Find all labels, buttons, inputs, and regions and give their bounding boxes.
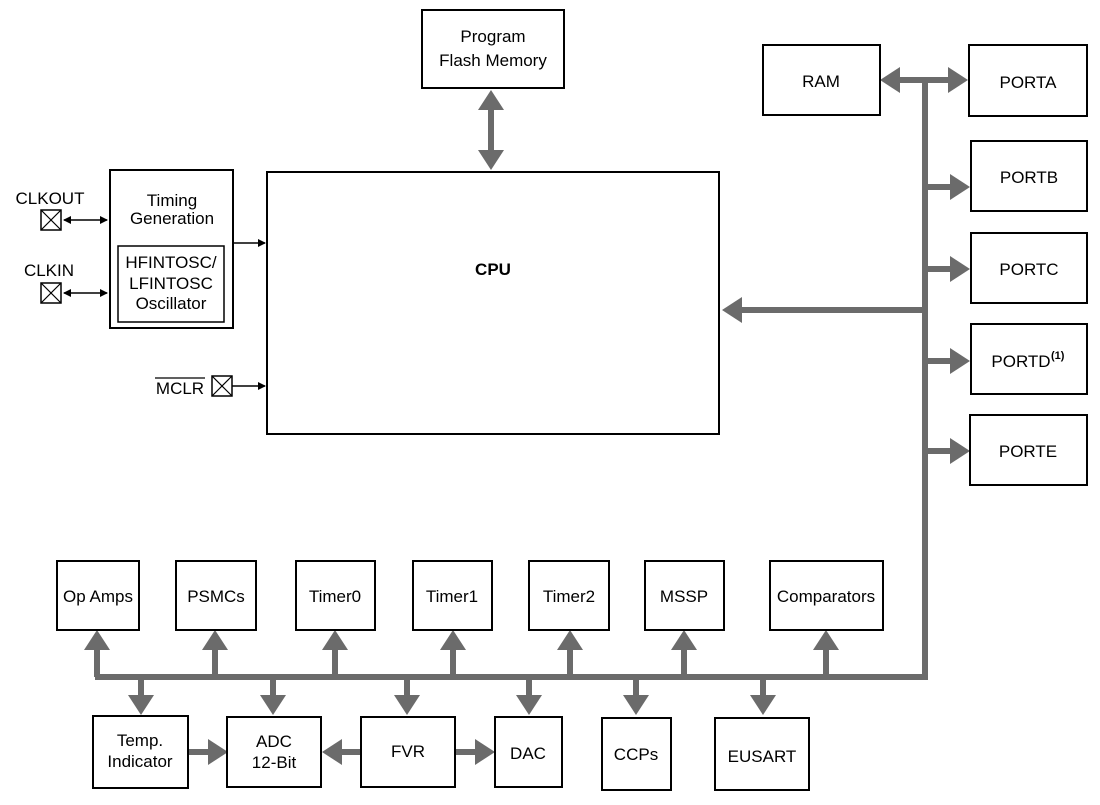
portb-block: PORTB (970, 140, 1088, 212)
ram-label: RAM (802, 72, 840, 91)
porta-block: PORTA (968, 44, 1088, 117)
clkin-label: CLKIN (24, 261, 74, 280)
portd-label: PORTD (991, 352, 1050, 371)
opamps-label: Op Amps (63, 587, 133, 606)
timer2-block: Timer2 (528, 560, 610, 631)
timing-label-1: Timing (147, 191, 197, 210)
timing-generation-block: Timing Generation HFINTOSC/ LFINTOSC Osc… (109, 169, 234, 329)
temp-label-2: Indicator (107, 752, 173, 771)
timer1-label: Timer1 (426, 587, 478, 606)
temp-label-1: Temp. (117, 731, 163, 750)
ram-block: RAM (762, 44, 881, 116)
clkout-label: CLKOUT (16, 189, 85, 208)
clkin-pin: CLKIN (24, 261, 108, 304)
adc-block: ADC 12-Bit (226, 716, 322, 788)
mclr-pin: MCLR (155, 375, 266, 398)
portd-block: PORTD (1) (970, 323, 1088, 395)
oscillator-label-3: Oscillator (136, 294, 207, 313)
program-flash-memory-block: Program Flash Memory (421, 9, 565, 89)
timer0-label: Timer0 (309, 587, 361, 606)
fvr-label: FVR (391, 742, 425, 761)
timing-label-2: Generation (130, 209, 214, 228)
eusart-block: EUSART (714, 717, 810, 791)
adc-label-2: 12-Bit (252, 753, 297, 772)
portc-label: PORTC (999, 260, 1058, 279)
dac-block: DAC (494, 716, 563, 788)
oscillator-label-2: LFINTOSC (129, 274, 213, 293)
porta-label: PORTA (1000, 73, 1058, 92)
temp-indicator-block: Temp. Indicator (92, 715, 189, 789)
timer0-block: Timer0 (295, 560, 376, 631)
oscillator-label-1: HFINTOSC/ (125, 253, 217, 272)
psmcs-label: PSMCs (187, 587, 245, 606)
adc-label-1: ADC (256, 732, 292, 751)
timer2-label: Timer2 (543, 587, 595, 606)
mssp-label: MSSP (660, 587, 708, 606)
mclr-label: MCLR (156, 379, 204, 398)
system-bus (84, 67, 970, 765)
mssp-block: MSSP (644, 560, 725, 631)
program-flash-label-1: Program (460, 27, 525, 46)
comparators-label: Comparators (777, 587, 875, 606)
timer1-block: Timer1 (412, 560, 493, 631)
comparators-block: Comparators (769, 560, 884, 631)
portc-block: PORTC (970, 232, 1088, 304)
portb-label: PORTB (1000, 168, 1058, 187)
ccps-label: CCPs (614, 745, 658, 764)
cpu-block: CPU (266, 171, 720, 435)
program-flash-label-2: Flash Memory (439, 51, 547, 70)
eusart-label: EUSART (728, 747, 797, 766)
opamps-block: Op Amps (56, 560, 140, 631)
portd-footnote: (1) (1051, 350, 1065, 362)
psmcs-block: PSMCs (175, 560, 257, 631)
porte-block: PORTE (969, 414, 1088, 486)
cpu-label: CPU (475, 260, 511, 279)
dac-label: DAC (510, 744, 546, 763)
porte-label: PORTE (999, 442, 1057, 461)
ccps-block: CCPs (601, 717, 672, 791)
clkout-pin: CLKOUT (16, 189, 108, 231)
fvr-block: FVR (360, 716, 456, 788)
